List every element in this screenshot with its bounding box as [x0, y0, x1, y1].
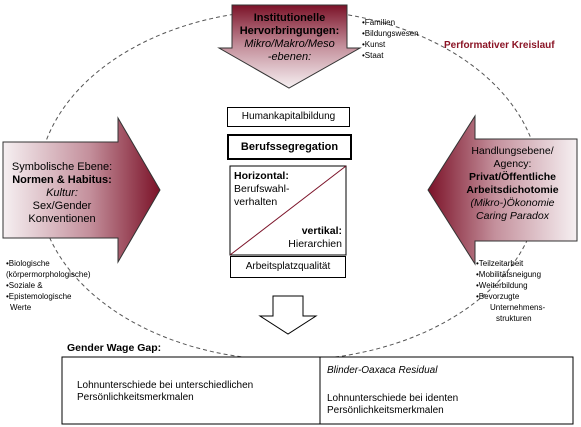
right-bullet-item: •Teilzeitarbeit: [476, 259, 524, 268]
left-bullet-item: •Soziale &: [6, 281, 43, 290]
gap-left-cell: Lohnunterschiede bei unterschiedlichen P…: [77, 380, 253, 404]
top-bullet-item: •Bildungswesen: [362, 29, 419, 38]
right-arrow-line6: Caring Paradox: [476, 210, 549, 222]
top-arrow-text: Institutionelle Hervorbringungen: Mikro/…: [232, 12, 347, 64]
left-arrow-line2: Normen & Habitus:: [12, 174, 112, 186]
top-bullet-item: •Staat: [362, 51, 384, 60]
left-arrow-line4: Sex/Gender: [32, 200, 92, 212]
top-bullets: •Familien •Bildungswesen •Kunst •Staat: [362, 17, 419, 61]
gap-right-line2: Persönlichkeitsmerkmalen: [327, 405, 444, 416]
vertikal-text: Hierarchien: [288, 238, 342, 250]
horizontal-line2: verhalten: [234, 196, 278, 208]
down-arrow-shape: [258, 295, 318, 335]
top-arrow-line2: Hervorbringungen:: [239, 25, 340, 37]
right-bullets: •Teilzeitarbeit •Mobilitätsneigung •Weit…: [476, 258, 545, 324]
gap-left-line1: Lohnunterschiede bei unterschiedlichen: [77, 380, 254, 391]
horizontal-title: Horizontal:: [234, 170, 289, 182]
gap-left-line2: Persönlichkeitsmerkmalen: [77, 392, 194, 403]
top-bullet-item: •Familien: [362, 18, 396, 27]
right-bullet-item: Unternehmens-: [490, 303, 546, 312]
left-arrow-text: Symbolische Ebene: Normen & Habitus: Kul…: [3, 161, 121, 226]
gap-right-cell: Blinder-Oaxaca Residual Lohnunterschiede…: [327, 365, 458, 417]
gap-table: [61, 356, 574, 425]
right-arrow-text: Handlungsebene/ Agency: Privat/Öffentlic…: [450, 145, 575, 223]
right-arrow-shape: [427, 114, 578, 266]
horizontal-line1: Berufswahl-: [234, 183, 290, 195]
left-bullet-item: •Biologische: [6, 259, 50, 268]
left-arrow-line3: Kultur:: [46, 187, 78, 199]
top-arrow-line4: -ebenen:: [267, 51, 312, 63]
gap-right-title: Blinder-Oaxaca Residual: [327, 365, 438, 376]
left-arrow-line1: Symbolische Ebene:: [11, 161, 113, 173]
left-bullet-item: •Epistemologische: [6, 292, 72, 301]
arbeitsplatz-box: Arbeitsplatzqualität: [230, 256, 346, 278]
top-arrow-line3: Mikro/Makro/Meso: [244, 38, 335, 50]
right-bullet-item: •Weiterbildung: [476, 281, 528, 290]
right-arrow-line4: Arbeitsdichotomie: [466, 184, 559, 196]
vertikal-block: vertikal: Hierarchien: [262, 225, 342, 251]
gap-right-line1: Lohnunterschiede bei identen: [327, 393, 459, 404]
top-bullet-item: •Kunst: [362, 40, 386, 49]
top-arrow-line1: Institutionelle: [253, 12, 326, 24]
top-arrow-shape: [217, 4, 362, 89]
segregation-diagonal: [229, 165, 347, 256]
kreislauf-label: Performativer Kreislauf: [444, 40, 555, 51]
right-arrow-line3: Privat/Öffentliche: [469, 171, 556, 183]
gap-label: Gender Wage Gap:: [67, 342, 162, 354]
humankapital-box: Humankapitalbildung: [227, 107, 350, 127]
berufssegregation-box: Berufssegregation: [227, 134, 352, 160]
right-arrow-line5: (Mikro-)Ökonomie: [470, 197, 555, 209]
left-bullet-item: Werte: [10, 303, 32, 312]
left-bullet-item: (körpermorphologische): [6, 270, 91, 279]
left-arrow-line5: Konventionen: [28, 213, 96, 225]
horizontal-block: Horizontal: Berufswahl- verhalten: [234, 170, 289, 209]
right-bullet-item: •Bevorzugte: [476, 292, 520, 301]
left-arrow-shape: [2, 116, 161, 264]
right-bullet-item: strukturen: [496, 314, 532, 323]
right-arrow-line2: Agency:: [493, 158, 532, 170]
left-bullets: •Biologische (körpermorphologische) •Soz…: [6, 258, 90, 313]
vertikal-title: vertikal:: [301, 225, 342, 237]
right-bullet-item: •Mobilitätsneigung: [476, 270, 542, 279]
right-arrow-line1: Handlungsebene/: [471, 145, 554, 157]
